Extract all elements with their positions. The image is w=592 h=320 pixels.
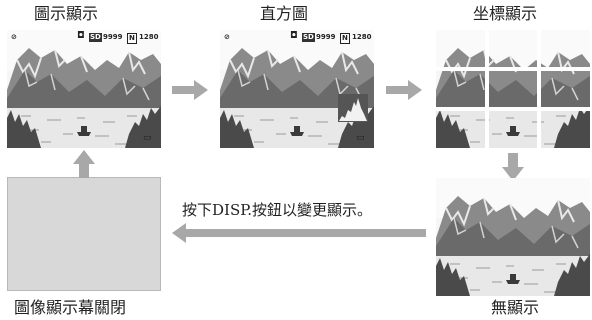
image-size: 1280 xyxy=(352,33,372,41)
arrow-up-icon xyxy=(73,150,95,178)
camera-icon: ◘ xyxy=(77,31,85,41)
label-grid: 坐標顯示 xyxy=(473,4,538,23)
screen-off-panel xyxy=(7,177,161,291)
screen-histogram: ⊘ ◘ SD 9999 N 1280 ▭ xyxy=(220,30,374,148)
screen-none xyxy=(436,178,590,296)
label-screen-off: 圖像顯示幕關閉 xyxy=(14,298,127,317)
grid-lines xyxy=(436,30,590,148)
camera-icon: ◘ xyxy=(290,31,298,41)
histogram-graph xyxy=(338,94,368,122)
label-histogram: 直方圖 xyxy=(260,4,309,23)
shots-remaining: 9999 xyxy=(103,33,123,41)
sd-card-icon: SD xyxy=(89,33,102,42)
arrow-right-icon xyxy=(172,80,208,100)
label-display: 圖示顯示 xyxy=(34,4,99,23)
arrow-left-icon xyxy=(172,223,426,243)
sd-card-icon: SD xyxy=(302,33,315,42)
quality-badge: N xyxy=(340,33,350,44)
instruction-text: 按下DISP.按鈕以變更顯示。 xyxy=(182,201,373,219)
quality-badge: N xyxy=(127,33,137,44)
arrow-right-icon xyxy=(386,80,422,100)
battery-icon: ▭ xyxy=(356,133,365,143)
label-none: 無顯示 xyxy=(491,298,540,317)
flash-off-icon: ⊘ xyxy=(11,33,17,41)
flash-off-icon: ⊘ xyxy=(224,33,230,41)
screen-display: ⊘ ◘ SD 9999 N 1280 ▭ xyxy=(7,30,161,148)
shots-remaining: 9999 xyxy=(316,33,336,41)
battery-icon: ▭ xyxy=(143,133,152,143)
image-size: 1280 xyxy=(139,33,159,41)
arrow-down-icon xyxy=(502,153,524,181)
screen-grid xyxy=(436,30,590,148)
